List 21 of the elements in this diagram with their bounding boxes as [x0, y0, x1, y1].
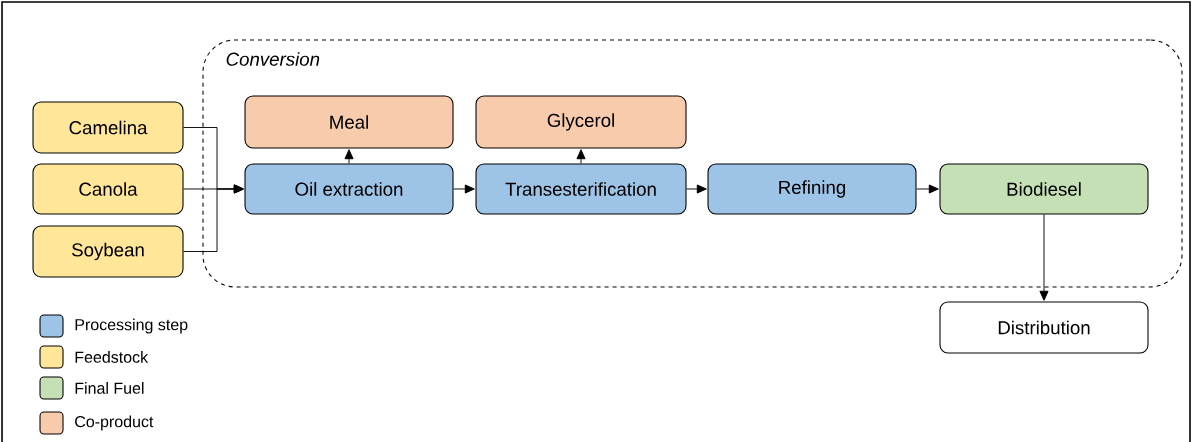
arrow [453, 184, 475, 194]
process-box: Camelina [32, 101, 184, 154]
arrow [344, 149, 354, 164]
arrow [686, 184, 707, 194]
process-box: Canola [32, 163, 184, 215]
legend-label: Co-product [75, 415, 154, 431]
process-box: Meal [244, 95, 454, 149]
legend-label: Feedstock [75, 351, 149, 363]
legend-label: Final Fuel [75, 382, 144, 394]
arrow [1039, 214, 1049, 301]
process-box: Refining [707, 163, 917, 215]
process-box: Oil extraction [244, 163, 454, 215]
legend-label: Processing step [75, 318, 188, 334]
arrow [576, 149, 586, 164]
process-box: Distribution [939, 301, 1149, 354]
arrow [183, 184, 244, 252]
arrow [916, 184, 939, 194]
process-box: Transesterification [475, 163, 687, 215]
process-box: Soybean [32, 225, 184, 278]
process-box: Glycerol [475, 95, 687, 149]
process-box: Biodiesel [939, 163, 1149, 215]
